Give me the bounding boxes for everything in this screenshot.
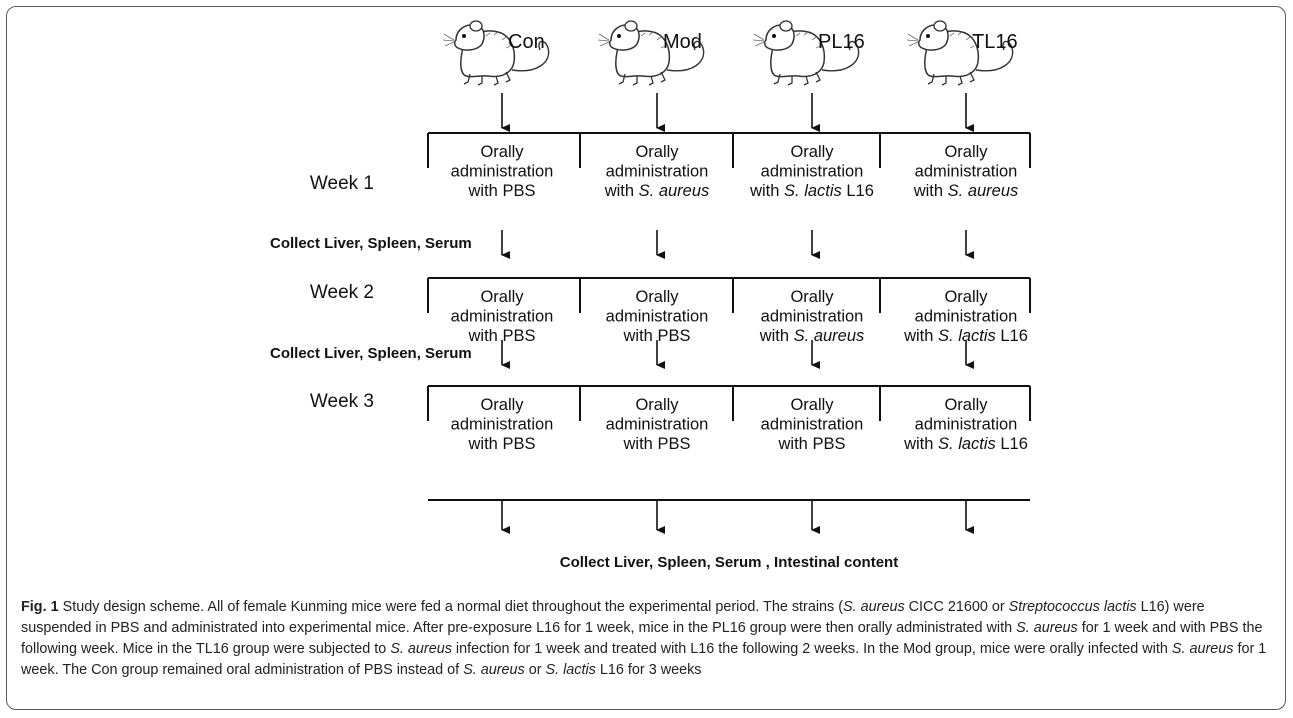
cell-text: Orally (480, 288, 524, 306)
week-label: Week 1 (310, 173, 374, 194)
week-label: Week 3 (310, 391, 374, 412)
caption-fig-label: Fig. 1 (21, 599, 59, 615)
final-collect-label: Collect Liver, Spleen, Serum , Intestina… (560, 554, 898, 571)
cell-text: with S. lactis L16 (749, 182, 874, 200)
mice-layer: Con Mod PL16 TL16 (442, 20, 1018, 86)
cell-text: with S. aureus (913, 182, 1019, 200)
cell-text: administration (606, 163, 709, 181)
cell-text: with PBS (468, 182, 536, 200)
collect-label: Collect Liver, Spleen, Serum (270, 345, 472, 362)
cell-text: with S. lactis L16 (903, 435, 1028, 453)
cell-text: administration (606, 308, 709, 326)
cell-text: with PBS (468, 435, 536, 453)
cell-text: Orally (635, 288, 679, 306)
cell-text: with PBS (468, 327, 536, 345)
cell-text: Orally (480, 143, 524, 161)
cell-text: Orally (635, 396, 679, 414)
cell-text: Orally (790, 396, 834, 414)
cell-text: Orally (944, 288, 988, 306)
cell-text: with PBS (778, 435, 846, 453)
cell-text: with PBS (623, 435, 691, 453)
figure-caption: Fig. 1 Study design scheme. All of femal… (21, 597, 1271, 681)
figure-frame (6, 6, 1286, 710)
group-label-mod: Mod (663, 31, 702, 53)
cell-text: administration (761, 308, 864, 326)
cell-text: Orally (790, 288, 834, 306)
cell-text: administration (451, 308, 554, 326)
cell-text: administration (451, 163, 554, 181)
cell-text: Orally (944, 396, 988, 414)
cell-text: administration (606, 416, 709, 434)
cell-text: Orally (480, 396, 524, 414)
collect-label: Collect Liver, Spleen, Serum (270, 235, 472, 252)
study-design-diagram: Con Mod PL16 TL16 Week 1 Orally administratio… (270, 20, 1031, 571)
week-label: Week 2 (310, 282, 374, 303)
cell-text: Orally (635, 143, 679, 161)
cell-text: administration (915, 163, 1018, 181)
cell-text: administration (915, 308, 1018, 326)
cell-text: administration (915, 416, 1018, 434)
group-label-con: Con (508, 31, 545, 53)
cell-text: Orally (944, 143, 988, 161)
cell-text: with PBS (623, 327, 691, 345)
cell-text: with S. aureus (604, 182, 710, 200)
group-label-pl16: PL16 (818, 31, 865, 53)
cell-text: with S. lactis L16 (903, 327, 1028, 345)
cell-text: administration (451, 416, 554, 434)
group-label-tl16: TL16 (972, 31, 1018, 53)
cell-text: administration (761, 416, 864, 434)
cell-text: Orally (790, 143, 834, 161)
caption-text: Study design scheme. All of female Kunmi… (21, 599, 1267, 678)
cell-text: administration (761, 163, 864, 181)
